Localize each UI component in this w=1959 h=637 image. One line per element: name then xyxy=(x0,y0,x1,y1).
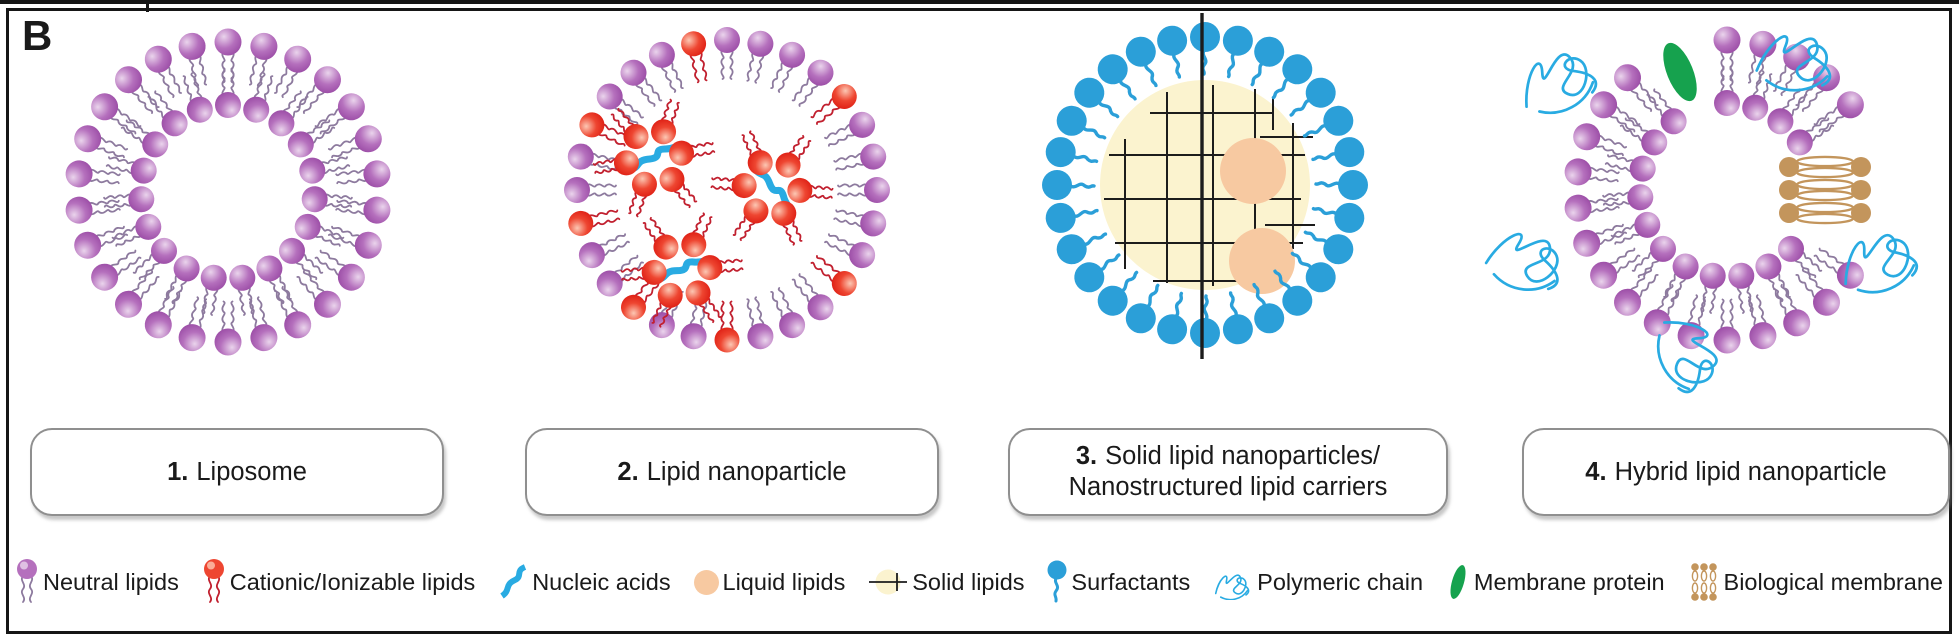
liposome-diagram xyxy=(65,28,391,356)
legend-label: Biological membrane xyxy=(1723,568,1943,595)
legend-label: Nucleic acids xyxy=(532,568,671,595)
surfactant-icon xyxy=(1046,559,1068,605)
biological-membrane-icon xyxy=(1687,559,1721,605)
legend-item-polymeric-chain: Polymeric chain xyxy=(1212,564,1423,600)
membrane-protein-icon xyxy=(1445,559,1471,605)
legend-item-surfactants: Surfactants xyxy=(1046,559,1190,605)
caption-lipid-nanoparticle: 2.Lipid nanoparticle xyxy=(525,428,939,516)
legend-item-cationic-ionizable-lipids: Cationic/Ionizable lipids xyxy=(201,558,476,606)
caption-number: 2. xyxy=(617,457,639,486)
lipid-nanoparticle-diagram xyxy=(564,27,890,353)
legend-item-liquid-lipids: Liquid lipids xyxy=(693,568,846,596)
caption-text: Lipid nanoparticle xyxy=(646,457,847,486)
legend-item-nucleic-acids: Nucleic acids xyxy=(497,564,671,600)
neutral-lipid-icon xyxy=(14,558,40,606)
panel-label: B xyxy=(22,12,54,59)
polymer-chain-icon xyxy=(1212,564,1254,600)
legend: Neutral lipids Cationic/Ionizable lipids… xyxy=(14,542,1943,622)
nucleic-acid-icon xyxy=(497,564,529,600)
sln-nlc-diagram xyxy=(1042,13,1368,359)
legend-item-solid-lipids: Solid lipids xyxy=(867,568,1025,596)
legend-label: Liquid lipids xyxy=(722,568,846,595)
caption-text: Solid lipid nanoparticles/ Nanostructure… xyxy=(1068,442,1388,501)
legend-label: Solid lipids xyxy=(912,568,1025,595)
caption-number: 1. xyxy=(167,457,189,486)
liquid-lipid-icon xyxy=(693,569,720,596)
hybrid-lnp-diagram xyxy=(1484,26,1919,394)
legend-label: Neutral lipids xyxy=(43,568,179,595)
legend-label: Membrane protein xyxy=(1473,568,1665,595)
legend-item-membrane-protein: Membrane protein xyxy=(1445,559,1665,605)
top-crop-line xyxy=(0,0,1959,4)
caption-text: Hybrid lipid nanoparticle xyxy=(1614,457,1887,486)
legend-label: Surfactants xyxy=(1071,568,1191,595)
caption-hybrid-lnp: 4.Hybrid lipid nanoparticle xyxy=(1522,428,1950,516)
solid-lipid-icon xyxy=(867,568,909,596)
legend-label: Cationic/Ionizable lipids xyxy=(229,568,476,595)
caption-number: 3. xyxy=(1075,442,1098,470)
caption-sln-nlc: 3.Solid lipid nanoparticles/ Nanostructu… xyxy=(1008,428,1448,516)
legend-item-biological-membrane: Biological membrane xyxy=(1687,559,1943,605)
legend-item-neutral-lipids: Neutral lipids xyxy=(14,558,179,606)
top-crop-tick xyxy=(146,0,149,12)
caption-text: Liposome xyxy=(196,457,307,486)
legend-label: Polymeric chain xyxy=(1257,568,1424,595)
cationic-lipid-icon xyxy=(201,558,227,606)
caption-liposome: 1.Liposome xyxy=(30,428,444,516)
caption-number: 4. xyxy=(1585,457,1607,486)
